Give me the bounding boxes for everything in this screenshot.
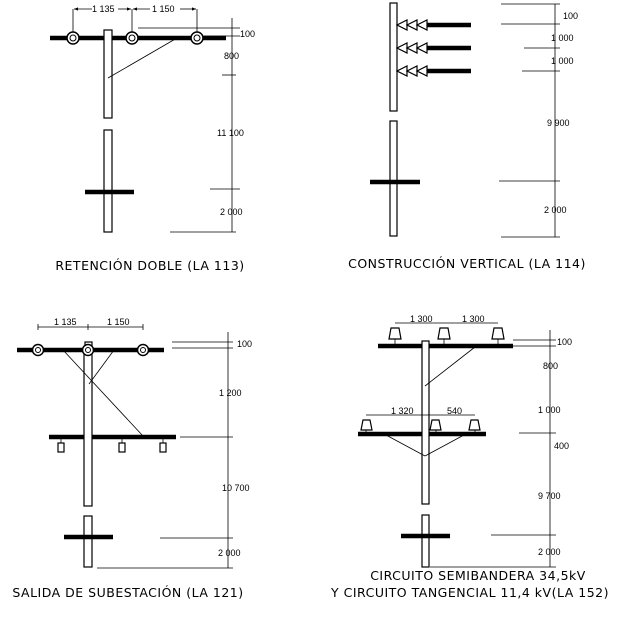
dim-v5: 9 700: [538, 491, 561, 501]
pole-lower: [83, 515, 93, 568]
dim-v3: 11 100: [217, 128, 244, 138]
panel-retencion-doble: 1 135 1 150 100 800 11 100 2 000 RETENCI…: [50, 4, 255, 273]
suspension-insulator-icons: [395, 19, 471, 77]
insulator-icons: [31, 343, 167, 453]
panel-title-line-1: CIRCUITO SEMIBANDERA 34,5kV: [370, 568, 586, 583]
pole-lower: [389, 120, 398, 237]
dimension-lines: [72, 7, 240, 233]
pole-lower: [103, 129, 113, 233]
panel-circuito-semibandera: 1 300 1 300 1 320 540 100 800 1 000 400 …: [330, 314, 609, 600]
pole-upper: [103, 29, 113, 119]
dim-v3: 1 000: [551, 56, 574, 66]
panel-salida-subestacion: 1 135 1 150 100 1 200 10 700 2 000 SALID…: [12, 317, 252, 600]
dim-v2: 1 000: [551, 33, 574, 43]
dim-h2: 1 150: [152, 4, 175, 14]
panel-title-line-2: Y CIRCUITO TANGENCIAL 11,4 kV(LA 152): [330, 585, 609, 600]
dim-top-1: 1 300: [410, 314, 433, 324]
insulator-icons: [66, 31, 204, 45]
pin-insulator-icons: [360, 327, 505, 432]
pole-upper: [389, 2, 398, 112]
dim-v1: 100: [240, 29, 255, 39]
dim-h1: 1 135: [92, 4, 115, 14]
dim-v4: 400: [554, 441, 569, 451]
dim-top-2: 1 300: [462, 314, 485, 324]
panel-construccion-vertical: 100 1 000 1 000 9 900 2 000 CONSTRUCCIÓN…: [348, 2, 586, 271]
braces: [62, 349, 144, 437]
dimension-lines: [499, 3, 560, 238]
dimension-lines: [366, 322, 556, 568]
dim-v1: 100: [557, 337, 572, 347]
dim-v4: 9 900: [547, 118, 570, 128]
dim-v3: 1 000: [538, 405, 561, 415]
dim-v1: 100: [563, 11, 578, 21]
pole-lower: [421, 514, 430, 568]
panel-title: SALIDA DE SUBESTACIÓN (LA 121): [12, 585, 243, 600]
dim-v4: 2 000: [220, 207, 243, 217]
dim-h1: 1 135: [54, 317, 77, 327]
dim-v6: 2 000: [538, 547, 561, 557]
dim-v2: 800: [543, 361, 558, 371]
dim-v2: 800: [224, 51, 239, 61]
braces: [385, 346, 476, 457]
dimension-lines: [37, 324, 233, 569]
dim-v1: 100: [237, 339, 252, 349]
dim-h2: 1 150: [107, 317, 130, 327]
panel-title: CONSTRUCCIÓN VERTICAL (LA 114): [348, 256, 586, 271]
pole-upper: [83, 348, 93, 507]
dim-mid-2: 540: [447, 406, 462, 416]
brace: [107, 37, 178, 79]
dim-v5: 2 000: [544, 205, 567, 215]
panel-title: RETENCIÓN DOBLE (LA 113): [55, 258, 244, 273]
pole-upper: [421, 340, 430, 505]
dim-v4: 2 000: [218, 548, 241, 558]
dim-v3: 10 700: [222, 483, 250, 493]
dim-mid-1: 1 320: [391, 406, 414, 416]
dim-v2: 1 200: [219, 388, 242, 398]
